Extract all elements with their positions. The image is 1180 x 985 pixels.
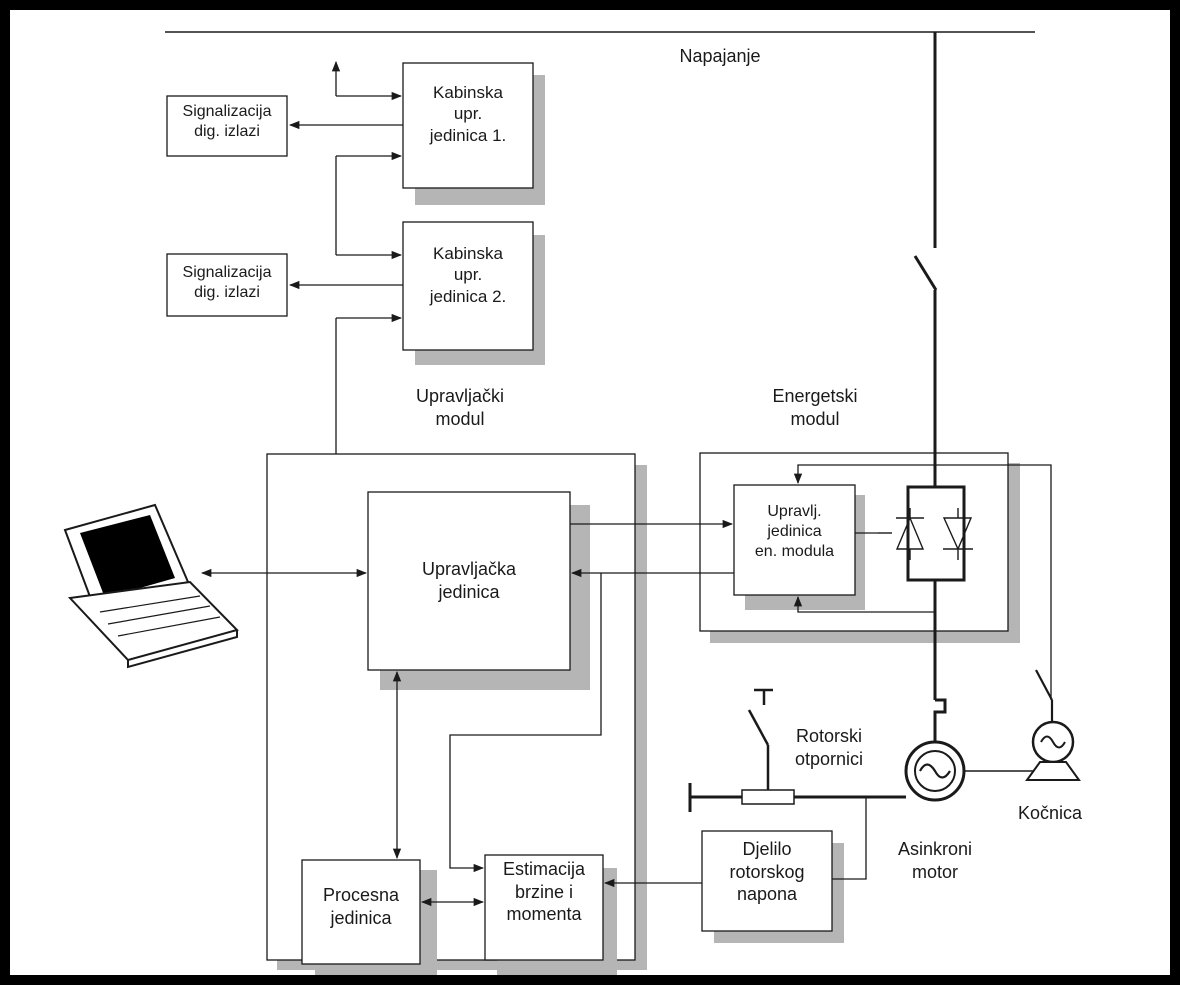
brake-label: Kočnica — [1017, 803, 1083, 823]
laptop-icon — [63, 503, 239, 669]
signal-box-1 — [166, 95, 288, 157]
thyristor-pair — [878, 508, 973, 560]
estimation-unit-box — [484, 854, 604, 961]
power-supply-label: Napajanje — [679, 46, 761, 66]
rotor-resistor — [741, 789, 795, 805]
voltage-divider-box — [701, 830, 833, 932]
process-unit-box — [301, 859, 421, 965]
cabin-unit-2-box — [402, 221, 534, 351]
energy-control-unit-box — [733, 484, 856, 596]
signal-box-2 — [166, 253, 288, 317]
control-unit-box — [367, 491, 571, 671]
